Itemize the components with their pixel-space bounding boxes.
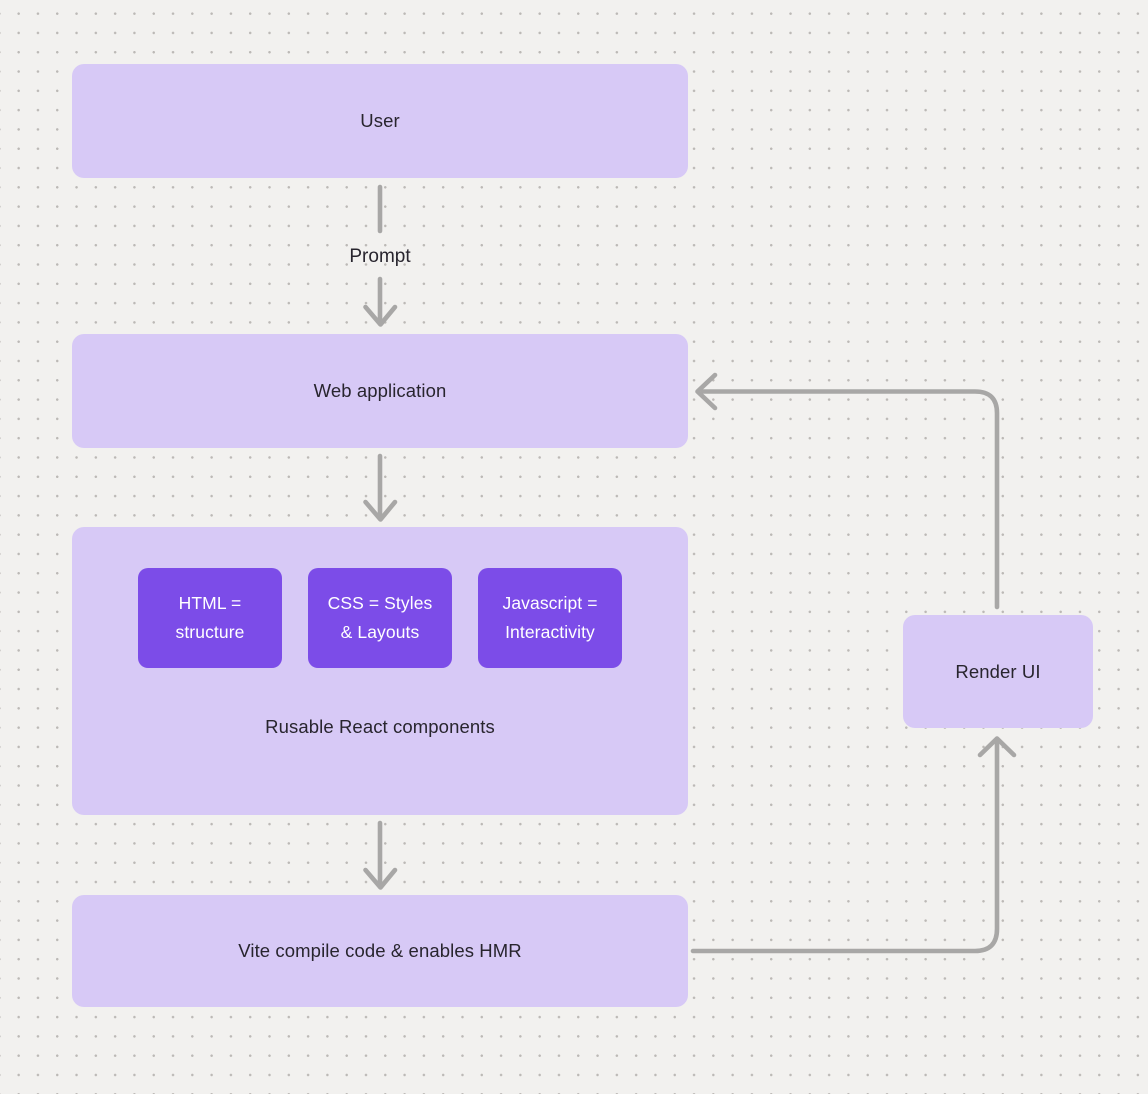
chip-javascript-label: Javascript = Interactivity: [502, 593, 598, 642]
arrow-webapp-to-components: [363, 453, 398, 522]
arrow-renderui-to-webapp: [695, 372, 1000, 610]
node-react-components-group[interactable]: HTML = structure CSS = Styles & Layouts …: [72, 527, 688, 815]
arrow-components-to-vite: [363, 820, 398, 890]
chip-css[interactable]: CSS = Styles & Layouts: [308, 568, 452, 668]
node-render-ui[interactable]: Render UI: [903, 615, 1093, 728]
node-user-label: User: [360, 110, 400, 131]
chip-javascript[interactable]: Javascript = Interactivity: [478, 568, 622, 668]
node-user[interactable]: User: [72, 64, 688, 178]
chip-html[interactable]: HTML = structure: [138, 568, 282, 668]
node-vite[interactable]: Vite compile code & enables HMR: [72, 895, 688, 1007]
chip-html-label: HTML = structure: [175, 593, 245, 642]
node-web-application-label: Web application: [313, 380, 447, 401]
node-vite-label: Vite compile code & enables HMR: [238, 940, 522, 961]
components-group-caption: Rusable React components: [265, 716, 495, 737]
chip-css-label: CSS = Styles & Layouts: [327, 593, 433, 642]
node-web-application[interactable]: Web application: [72, 334, 688, 448]
node-render-ui-label: Render UI: [955, 660, 1041, 682]
edge-label-prompt: Prompt: [349, 246, 411, 267]
arrow-vite-to-renderui: [690, 736, 1017, 954]
